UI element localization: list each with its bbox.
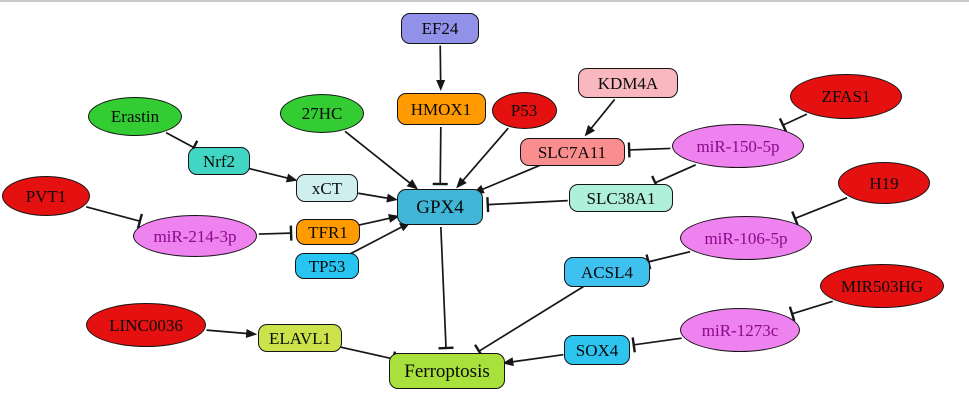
node-slc38a1: SLC38A1 [569,184,673,212]
inhibition-bar [486,197,490,213]
edge-mir-1273c-sox4 [631,337,682,353]
node-tp53: TP53 [295,253,359,279]
inhibition-bar [438,346,454,350]
arrowhead [245,328,258,338]
edge-ef24-hmox1 [436,45,446,92]
node-ferroptosis: Ferroptosis [389,353,505,389]
edge-sox4-ferroptosis [502,353,564,367]
arrowhead [386,193,398,203]
node-ef24: EF24 [401,12,479,44]
edge-hmox1-gpx4 [432,126,448,186]
node-xct: xCT [296,174,358,202]
node-zfas1: ZFAS1 [790,73,902,119]
arrowhead [436,79,446,92]
arrowhead [584,125,596,137]
node-slc7a11: SLC7A11 [519,138,625,166]
edge-gpx4-ferroptosis [438,226,454,350]
node-mir-1273c: miR-1273c [680,308,800,352]
arrowhead [456,177,467,189]
node-27hc: 27HC [280,93,364,133]
node-nrf2: Nrf2 [188,147,250,175]
edge-kdm4a-slc7a11 [584,98,616,137]
inhibition-bar [627,142,631,158]
node-erastin: Erastin [88,96,182,136]
edge-nrf2-xct [248,167,298,183]
node-elavl1: ELAVL1 [258,324,342,352]
node-h19: H19 [838,162,930,204]
node-sox4: SOX4 [564,335,630,365]
top-border-line [0,0,969,2]
edge-xct-gpx4 [358,192,398,203]
node-hmox1: HMOX1 [396,93,486,125]
node-gpx4: GPX4 [397,189,483,225]
node-mir-106-5p: miR-106-5p [680,216,812,260]
node-mir-214-3p: miR-214-3p [133,215,257,257]
arrowhead [406,179,419,190]
node-mir-150-5p: miR-150-5p [672,124,804,168]
edge-slc38a1-gpx4 [486,197,568,213]
edge-tfr1-gpx4 [358,213,400,227]
edge-linc0036-elavl1 [206,328,258,338]
edge-mir503hg-mir-1273c [788,300,833,322]
node-kdm4a: KDM4A [578,68,678,98]
arrowhead [388,213,400,223]
inhibition-bar [788,306,796,322]
edge-mir-214-3p-tfr1 [258,225,293,241]
node-pvt1: PVT1 [2,176,90,216]
node-p53: P53 [491,91,557,129]
node-linc0036: LINC0036 [86,303,206,347]
node-tfr1: TFR1 [296,219,360,245]
edge-p53-gpx4 [456,127,509,189]
edge-27hc-gpx4 [344,130,419,190]
edge-mir-150-5p-slc7a11 [627,142,671,158]
arrowhead [285,173,298,183]
inhibition-bar [631,337,636,353]
node-mir503hg: MIR503HG [820,264,944,308]
arrowhead [502,357,514,367]
node-acsl4: ACSL4 [564,257,650,287]
